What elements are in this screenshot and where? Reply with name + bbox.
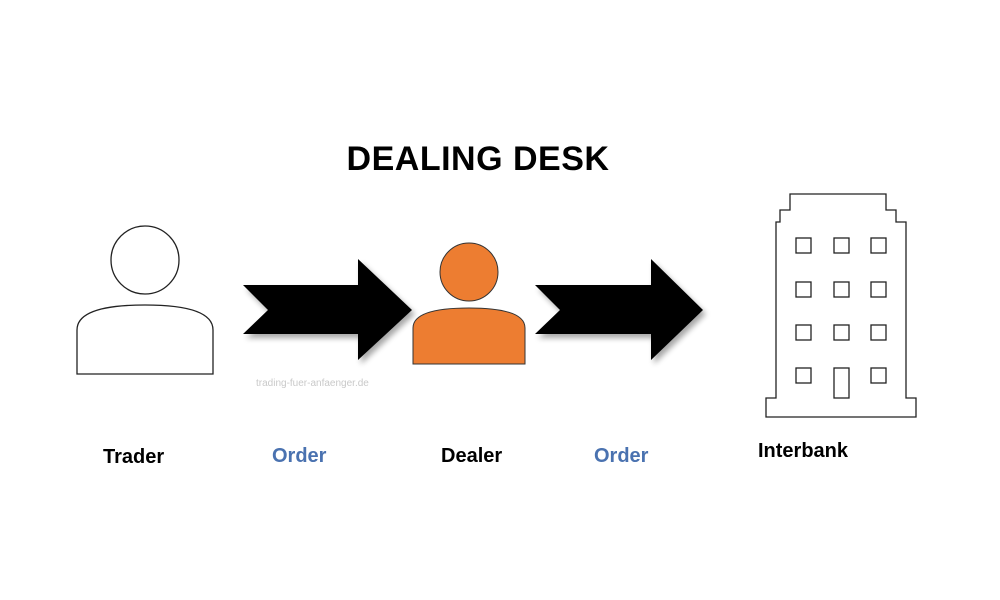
order-label-1: Order (272, 445, 327, 467)
diagram-title: DEALING DESK (346, 140, 610, 178)
dealer-label: Dealer (441, 445, 503, 467)
arrow-2 (535, 259, 703, 360)
watermark: trading-fuer-anfaenger.de (256, 378, 369, 389)
arrow-1 (243, 259, 412, 360)
interbank-label: Interbank (758, 440, 849, 462)
trader-label: Trader (103, 446, 165, 468)
person-filled-icon (412, 242, 526, 365)
order-label-2: Order (594, 445, 649, 467)
person-outline-icon (76, 225, 214, 375)
office-building-icon (765, 193, 917, 418)
